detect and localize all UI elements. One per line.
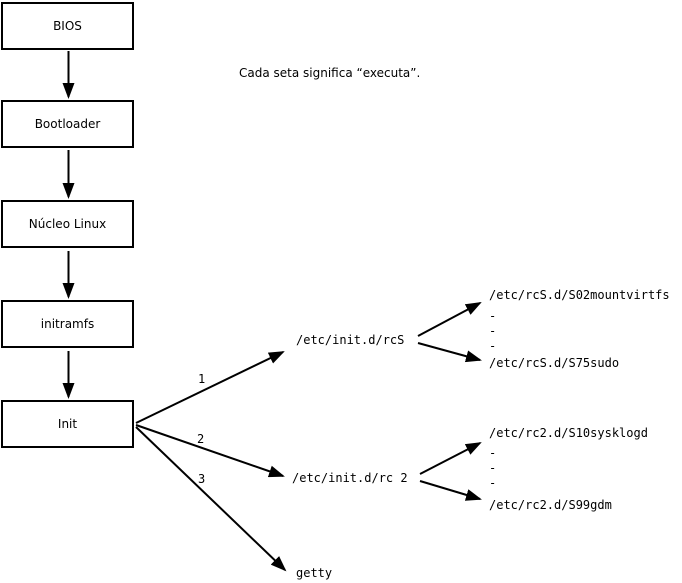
box-nucleo-linux-label: Núcleo Linux <box>28 217 107 231</box>
branch-number-2: 2 <box>197 432 205 446</box>
label-rcs-last-script: /etc/rcS.d/S75sudo <box>489 356 620 370</box>
box-initramfs-label: initramfs <box>40 317 95 331</box>
box-bootloader-label: Bootloader <box>34 117 101 131</box>
label-rcs-script: /etc/init.d/rcS <box>296 333 405 347</box>
rc2-ellipsis-dash-2: - <box>489 461 497 475</box>
rc2-ellipsis-dash-1: - <box>489 446 497 460</box>
box-init: Init <box>1 400 134 448</box>
label-getty: getty <box>296 566 333 580</box>
arrow-rc2-to-first-script <box>419 442 482 475</box>
arrow-rc2-to-last-script <box>419 480 482 501</box>
arrow-meaning-note: Cada seta significa “executa”. <box>239 66 421 80</box>
box-bios-label: BIOS <box>53 19 82 33</box>
rcs-ellipsis-dash-3: - <box>489 339 497 353</box>
arrow-init-to-getty <box>135 426 287 572</box>
box-bios: BIOS <box>1 2 134 50</box>
box-bootloader: Bootloader <box>1 100 134 148</box>
rcs-ellipsis-dash-2: - <box>489 324 497 338</box>
box-nucleo-linux: Núcleo Linux <box>1 200 134 248</box>
branch-number-1: 1 <box>198 372 206 386</box>
arrow-rcs-to-first-script <box>417 302 482 337</box>
arrow-init-to-rcs <box>135 351 285 424</box>
rc2-ellipsis-dash-3: - <box>489 476 497 490</box>
branch-number-3: 3 <box>198 472 206 486</box>
label-rc2-script: /etc/init.d/rc 2 <box>292 471 408 485</box>
arrow-rcs-to-last-script <box>417 342 482 363</box>
box-initramfs: initramfs <box>1 300 134 348</box>
label-rc2-last-script: /etc/rc2.d/S99gdm <box>489 498 612 512</box>
arrow-init-to-rc2 <box>135 424 285 478</box>
label-rcs-first-script: /etc/rcS.d/S02mountvirtfs <box>489 288 670 302</box>
box-init-label: Init <box>57 417 78 431</box>
rcs-ellipsis-dash-1: - <box>489 309 497 323</box>
label-rc2-first-script: /etc/rc2.d/S10sysklogd <box>489 426 648 440</box>
